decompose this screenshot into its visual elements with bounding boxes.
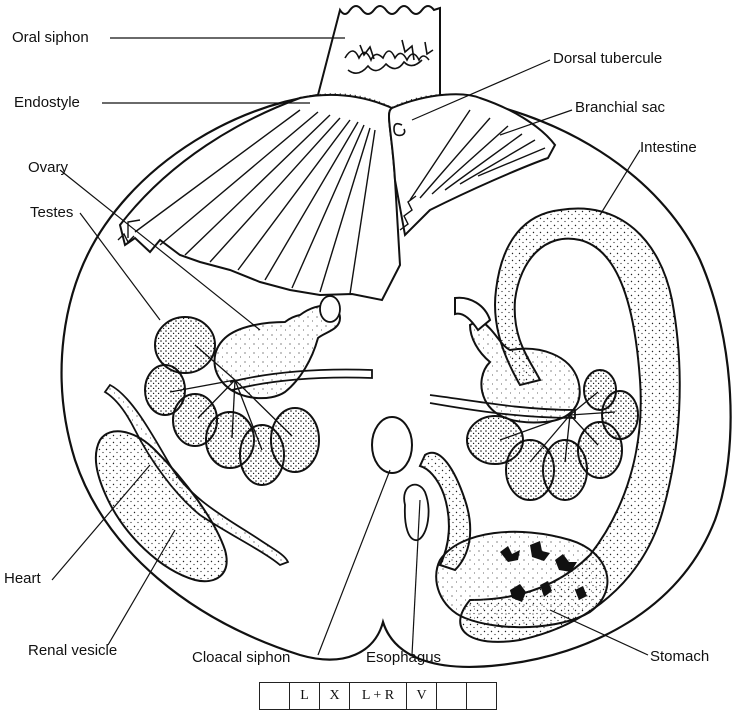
label-intestine: Intestine [640,140,697,155]
label-endostyle: Endostyle [14,95,80,110]
label-renal-vesicle: Renal vesicle [28,643,117,658]
label-testes: Testes [30,205,73,220]
cloacal-siphon [372,417,412,473]
view-cell: V [406,683,436,709]
view-indicator-strip: L X L + R V [259,682,497,710]
label-ovary: Ovary [28,160,68,175]
label-cloacal-siphon: Cloacal siphon [192,650,290,665]
label-branchial-sac: Branchial sac [575,100,665,115]
oral-siphon [318,6,440,95]
branchial-sac-left [120,95,400,300]
view-cell [436,683,466,709]
label-esophagus: Esophagus [366,650,441,665]
label-oral-siphon: Oral siphon [12,30,89,45]
view-cell: L [289,683,319,709]
view-cell [260,683,289,709]
view-cell: L + R [349,683,406,709]
label-heart: Heart [4,571,41,586]
view-cell [466,683,496,709]
esophagus-opening [404,485,428,540]
branchial-sac-right [389,94,555,235]
view-cell: X [319,683,349,709]
ovary-left [214,306,340,398]
label-stomach: Stomach [650,649,709,664]
label-dorsal-tubercule: Dorsal tubercule [553,51,662,66]
